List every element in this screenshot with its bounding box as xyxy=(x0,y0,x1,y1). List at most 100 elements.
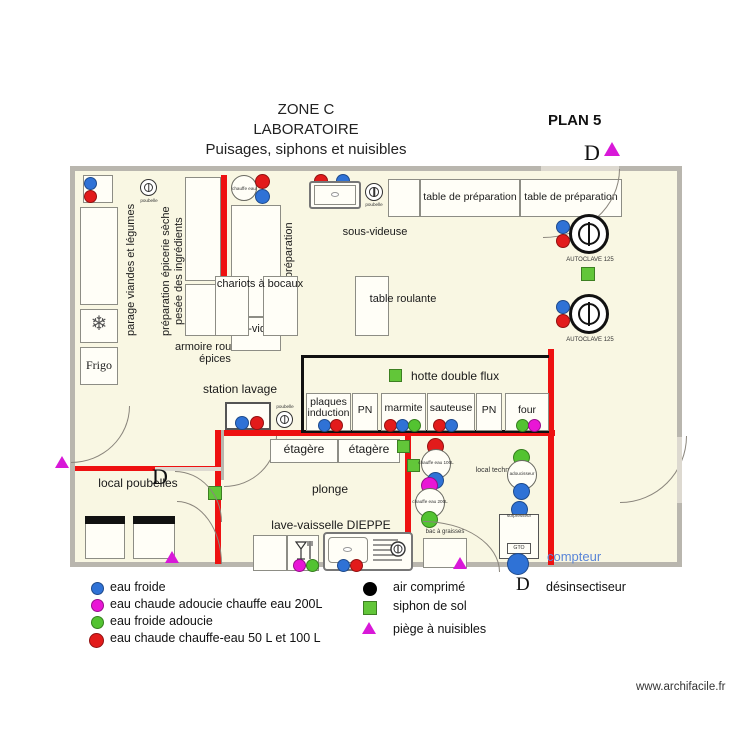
pn-1-label: PN xyxy=(357,404,373,416)
plan-title-block: ZONE C LABORATOIRE Puisages, siphons et … xyxy=(0,100,612,160)
plonge-label: plonge xyxy=(311,482,349,496)
point-eau-froide-autoclave-2 xyxy=(556,300,570,314)
legend-icon-piege-nuisibles xyxy=(362,622,376,634)
epices-label: épices xyxy=(199,353,231,365)
pn-1 xyxy=(352,393,378,431)
point-eau-froide-sauteuse xyxy=(445,419,458,432)
compteur-label: compteur xyxy=(547,549,602,564)
plan-number-label: PLAN 5 xyxy=(548,112,602,129)
station-lavage-label: station lavage xyxy=(202,382,278,396)
point-eau-froide-autoclave-1 xyxy=(556,220,570,234)
point-eau-froide-table-prep xyxy=(255,189,270,204)
door-arc-entree-left xyxy=(71,406,130,463)
door-gap-poubelles xyxy=(155,467,221,471)
sauteuse-label: sauteuse xyxy=(429,402,473,414)
wall-black-hotte-bottom xyxy=(301,430,549,433)
legend-label-eau-froide-adoucie: eau froide adoucie xyxy=(110,614,213,628)
chauffe-eau-small-icon: chauffe eau xyxy=(231,175,257,201)
wall-black-hotte-top xyxy=(301,355,549,358)
point-eau-chaude-autoclave-1 xyxy=(556,234,570,248)
four-label: four xyxy=(517,404,537,416)
chariot-bocaux-2 xyxy=(263,276,298,336)
chauffe-eau-200l-label: chauffe eau 200L xyxy=(412,499,448,504)
point-eau-chaude xyxy=(84,190,97,203)
poubelle-label-1: poubelle xyxy=(140,198,158,203)
door-gap-right-wall xyxy=(677,437,682,503)
autoclave-2-label: AUTOCLAVE 125 xyxy=(566,337,614,343)
point-eau-chaude-adoucie-four xyxy=(528,419,541,432)
lave-vaisselle-drain xyxy=(343,547,352,552)
sous-videuse-knob xyxy=(331,192,339,197)
point-eau-chaude-adoucie-lv xyxy=(293,559,306,572)
etagere-1 xyxy=(270,439,338,463)
surpresseur-box xyxy=(499,514,539,559)
poubelle-label-2: poubelle xyxy=(365,202,383,207)
piege-nuisibles-exterior-left xyxy=(55,456,69,468)
table-de-preparation-1 xyxy=(420,179,520,217)
point-eau-chaude-lavage xyxy=(250,416,264,430)
table-prep-small-box xyxy=(388,179,420,217)
table-roulante xyxy=(355,276,389,336)
poubelle-bin-2-lid xyxy=(133,516,175,524)
wall-red-vertical-left-prep xyxy=(221,175,227,335)
bac-a-graisses-label: bac à graisses xyxy=(425,529,465,535)
parage-label: parage viandes et légumes xyxy=(125,203,137,337)
legend-label-piege-nuisibles: piège à nuisibles xyxy=(393,622,487,636)
plaques-induction-label: plaques induction xyxy=(307,396,350,419)
wall-red-vertical-compteur xyxy=(548,430,554,565)
wall-grey-plonge-inner xyxy=(221,430,224,480)
snowflake-icon: ❄ xyxy=(90,313,108,335)
point-eau-chaude-autoclave-2 xyxy=(556,314,570,328)
legend-icon-eau-froide-adoucie xyxy=(91,616,104,629)
point-eau-froide-lv-machine xyxy=(337,559,350,572)
pn-2-label: PN xyxy=(481,404,497,416)
lave-vaisselle-label: lave-vaisselle DIEPPE xyxy=(271,518,391,532)
frigo-label: Frigo xyxy=(85,358,112,372)
legend-label-desinsectiseur: désinsectiseur xyxy=(546,580,626,594)
siphon-de-sol-hotte xyxy=(389,369,402,382)
pesee-ingredients-label: pesée des ingrédients xyxy=(173,217,185,325)
wall-red-horizontal-technique xyxy=(405,430,555,436)
floor-plan: ❄ Frigo parage viandes et légumes poubel… xyxy=(70,166,687,575)
legend-label-air-comprime: air comprimé xyxy=(393,580,466,594)
piege-nuisibles-icon-top xyxy=(604,142,620,156)
point-eau-froide-adoucisseur xyxy=(513,483,530,500)
surpresseur-label: surpresseur xyxy=(506,513,532,518)
desinsectiseur-marker-left: D xyxy=(152,464,168,489)
point-eau-chaude-plaques xyxy=(330,419,343,432)
plan-travail-parage xyxy=(80,207,118,305)
congelateur-parage xyxy=(80,309,118,343)
legend-icon-air-comprime xyxy=(363,582,377,596)
chauffe-eau-100l-label: chauffe eau 100L xyxy=(418,460,454,465)
zone-title: ZONE C xyxy=(277,101,335,118)
dishwasher-controls-icon xyxy=(373,539,406,561)
legend-icon-eau-froide xyxy=(91,582,104,595)
poubelle-label-3: poubelle xyxy=(276,404,294,409)
table-roulante-label: table roulante xyxy=(369,293,437,305)
poubelle-bin-1-lid xyxy=(85,516,125,524)
point-eau-froide-surpresseur-bottom xyxy=(507,553,529,575)
legend-icon-eau-chaude-adoucie xyxy=(91,599,104,612)
point-eau-froide xyxy=(84,177,97,190)
legend-icon-eau-chaude xyxy=(89,633,104,648)
wall-red-vertical-technique-left xyxy=(405,430,411,564)
piege-nuisibles-technique xyxy=(453,557,467,569)
chariots-bocaux-label: chariots à bocaux xyxy=(216,278,304,290)
poubelle-icon-3 xyxy=(276,411,293,428)
siphon-de-sol-plonge xyxy=(397,440,410,453)
gto-label: GTO xyxy=(513,545,525,551)
legend-label-siphon-de-sol: siphon de sol xyxy=(393,599,467,613)
local-technique-label: local technique xyxy=(475,467,523,474)
point-eau-froide-adoucie-lv xyxy=(306,559,319,572)
wall-red-horizontal-poubelles xyxy=(75,466,223,471)
footer-url: www.archifacile.fr xyxy=(636,681,726,693)
autoclave-1-label: AUTOCLAVE 125 xyxy=(566,257,614,263)
legend-label-eau-froide: eau froide xyxy=(110,580,166,594)
chauffe-eau-small-label: chauffe eau xyxy=(232,185,256,191)
point-eau-froide-adoucie-marmite xyxy=(408,419,421,432)
marmite-label: marmite xyxy=(384,402,423,414)
point-eau-chaude-table-prep xyxy=(255,174,270,189)
etagere-2-label: étagère xyxy=(348,442,390,456)
siphon-de-sol-technique xyxy=(407,459,420,472)
siphon-de-sol-autoclave xyxy=(581,267,595,281)
